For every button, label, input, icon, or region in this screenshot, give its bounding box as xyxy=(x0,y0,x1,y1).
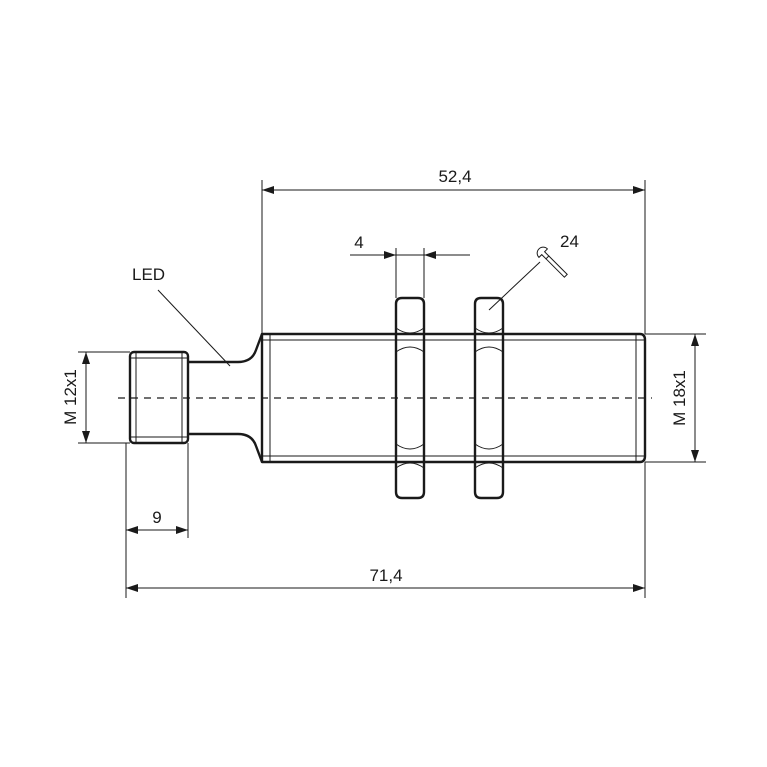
total-length-label: 71,4 xyxy=(369,566,402,585)
hex-nut-1 xyxy=(394,296,426,500)
led-label: LED xyxy=(132,265,165,284)
wrench-icon xyxy=(536,246,568,278)
dimension-body-thread: M 18x1 xyxy=(670,334,699,462)
dimension-connector-thread: M 12x1 xyxy=(61,352,90,443)
body-thread-label: M 18x1 xyxy=(670,370,689,426)
dimension-connector-length: 9 xyxy=(126,508,188,534)
dimension-nut-thickness: 4 xyxy=(350,233,470,259)
connector-m12 xyxy=(128,350,190,445)
nut-thickness-label: 4 xyxy=(354,233,363,252)
led-neck xyxy=(188,333,264,463)
threaded-body xyxy=(260,332,647,464)
dimension-wrench-size: 24 xyxy=(488,232,579,311)
led-callout: LED xyxy=(132,265,231,367)
wrench-size-label: 24 xyxy=(560,232,579,251)
connector-thread-label: M 12x1 xyxy=(61,369,80,425)
extension-lines xyxy=(78,180,706,598)
body-length-label: 52,4 xyxy=(438,167,471,186)
dimension-body-length: 52,4 xyxy=(262,167,645,194)
connector-length-label: 9 xyxy=(152,508,161,527)
dimension-total-length: 71,4 xyxy=(126,566,645,592)
hex-nut-2 xyxy=(473,296,505,500)
